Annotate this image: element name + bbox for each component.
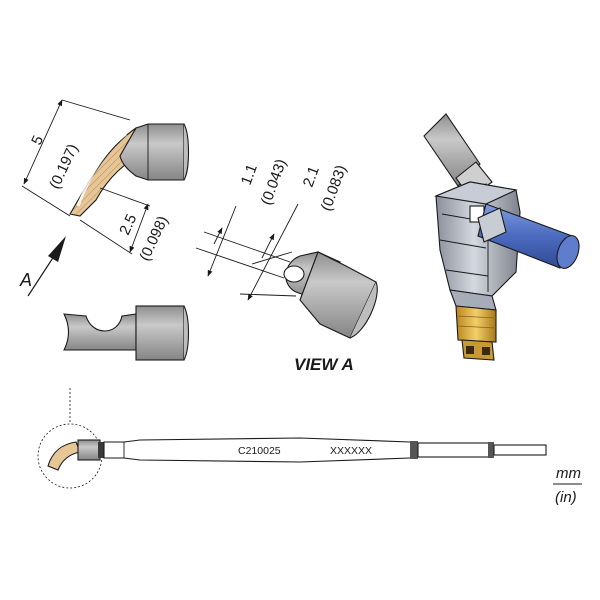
dim-5-mm: 5: [28, 133, 47, 148]
units-primary: mm: [556, 465, 581, 482]
side-view: [69, 123, 190, 217]
view-arrow-a: A: [19, 236, 66, 297]
dim-5-in: (0.197): [46, 141, 81, 191]
handpiece-illustration: [423, 113, 580, 361]
cartridge-model: C210025: [238, 445, 281, 457]
gold-connector: [455, 305, 497, 343]
view-arrow-label: A: [19, 270, 32, 290]
dim-1-1-in: (0.043): [258, 157, 290, 207]
view-a-label: VIEW A: [294, 355, 354, 374]
dim-2-1-mm: 2.1: [300, 164, 323, 189]
units-secondary: (in): [555, 489, 577, 506]
dimension-inner-width: 1.1 (0.043): [195, 157, 291, 279]
units-legend: mm (in): [553, 465, 582, 506]
dim-1-1-mm: 1.1: [238, 162, 261, 187]
front-view: [63, 305, 190, 361]
cartridge-serial: XXXXXX: [330, 445, 372, 457]
cartridge-full: C210025 XXXXXX: [37, 388, 547, 489]
view-a-drawing: [283, 251, 378, 339]
